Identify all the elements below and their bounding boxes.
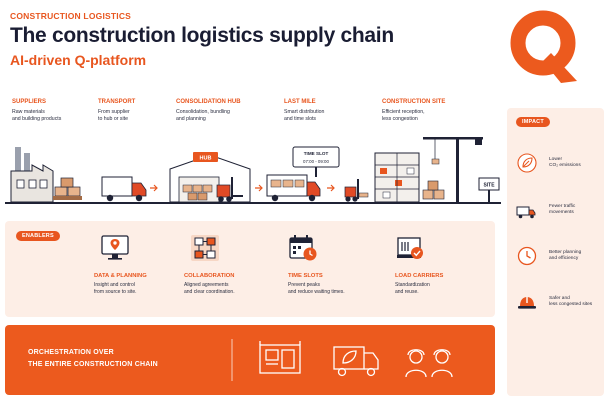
impact-pill: IMPACT <box>516 117 550 127</box>
impact-line: CO₂ emissions <box>549 163 581 169</box>
impact-co2: Lower CO₂ emissions <box>549 157 581 169</box>
delivery-truck-icon <box>266 174 321 202</box>
truck-icon <box>516 206 536 219</box>
impact-line: Fewer traffic <box>549 204 576 209</box>
pallet-stack-icon <box>422 180 445 200</box>
enabler-desc: Insight and control <box>94 282 135 288</box>
stage-desc: Consolidation, bundling <box>176 109 230 115</box>
ground-line <box>5 202 501 204</box>
workers-icon <box>405 349 453 378</box>
enabler-desc: and clear coordination. <box>184 288 235 295</box>
data-planning-icon <box>101 235 129 260</box>
collaboration-icon <box>191 235 219 261</box>
enabler-title: LOAD CARRIERS <box>395 273 444 279</box>
calendar-clock-icon <box>289 235 317 261</box>
clock-icon <box>517 246 537 266</box>
site-sign: SITE <box>478 177 500 202</box>
enabler-collaboration: COLLABORATION Aligned agreements and cle… <box>184 273 235 295</box>
impact-planning: Better planning and efficiency <box>549 250 581 262</box>
enablers-pill: ENABLERS <box>16 231 60 241</box>
hardhat-icon <box>518 297 536 309</box>
arrow-icon <box>150 184 158 192</box>
impact-line: less congested sites <box>549 302 593 308</box>
stage-transport: TRANSPORT From supplier to hub or site <box>98 99 135 123</box>
enabler-title: COLLABORATION <box>184 273 235 279</box>
site-plan-icon <box>259 341 301 374</box>
timeslot-title: TIME SLOT <box>304 151 329 156</box>
stage-desc: and time slots <box>284 116 317 122</box>
stage-desc: Smart distribution <box>284 109 325 115</box>
crane-icon <box>423 137 483 202</box>
building-under-construction-icon <box>374 152 420 203</box>
stage-desc: From supplier <box>98 109 130 115</box>
enabler-desc: from source to site. <box>94 288 137 295</box>
impact-line: Safer and <box>549 296 570 301</box>
orchestration-icons <box>231 339 453 381</box>
enabler-load-carriers: LOAD CARRIERS Standardization and reuse. <box>395 273 443 295</box>
stage-title: CONSOLIDATION HUB <box>176 99 241 105</box>
enabler-data-planning: DATA & PLANNING Insight and control from… <box>94 273 147 295</box>
orchestration-text: ORCHESTRATION OVER THE ENTIRE CONSTRUCTI… <box>28 349 158 368</box>
stage-desc: Efficient reception, <box>382 109 425 115</box>
pallet-stack-icon <box>53 177 82 200</box>
hub-label: HUB <box>200 156 212 162</box>
stage-title: LAST MILE <box>284 99 316 105</box>
forklift-icon <box>216 177 243 202</box>
stage-desc: Raw materials <box>12 109 45 115</box>
q-logo <box>510 10 577 83</box>
hub-sign: HUB <box>193 152 218 162</box>
enabler-desc: Standardization <box>395 282 430 288</box>
arrow-icon <box>327 184 335 192</box>
impact-traffic: Fewer traffic movements <box>549 204 575 216</box>
enabler-time-slots: TIME SLOTS Prevent peaks and reduce wait… <box>288 273 345 295</box>
impact-line: and efficiency <box>549 256 579 262</box>
impact-line: Lower <box>549 157 563 162</box>
time-slot-sign: TIME SLOT 07:00 - 09:00 <box>292 146 340 177</box>
enabler-desc: Aligned agreements <box>184 282 229 288</box>
site-label: SITE <box>483 183 495 189</box>
stage-desc: and building products <box>12 116 62 122</box>
stage-hub: CONSOLIDATION HUB Consolidation, bundlin… <box>176 99 241 123</box>
supply-chain-illustration: HUB TIME SLOT 07:00 - 09:00 <box>5 137 501 204</box>
kicker: CONSTRUCTION LOGISTICS <box>10 11 132 21</box>
eco-truck-icon <box>333 346 379 377</box>
stage-desc: less congestion <box>382 116 418 122</box>
warehouse-icon <box>169 154 251 203</box>
stage-desc: to hub or site <box>98 116 128 122</box>
enablers-panel <box>5 221 495 317</box>
enabler-desc: and reduce waiting times. <box>288 288 345 295</box>
impact-line: Better planning <box>549 250 582 255</box>
factory-icon <box>10 147 54 203</box>
load-carrier-icon <box>397 237 423 259</box>
timeslot-value: 07:00 - 09:00 <box>303 159 329 164</box>
stage-construction-site: CONSTRUCTION SITE Efficient reception, l… <box>382 99 445 123</box>
impact-safety: Safer and less congested sites <box>549 296 592 308</box>
stage-suppliers: SUPPLIERS Raw materials and building pro… <box>12 99 61 123</box>
stage-desc: and planning <box>176 116 206 122</box>
transport-truck-icon <box>101 176 147 202</box>
enabler-desc: Prevent peaks <box>288 282 320 288</box>
page-title: The construction logistics supply chain <box>10 24 394 47</box>
site-forklift-icon <box>344 179 369 202</box>
stage-last-mile: LAST MILE Smart distribution and time sl… <box>284 99 324 123</box>
leaf-icon <box>517 153 537 173</box>
enabler-desc: and reuse. <box>395 288 419 295</box>
impact-line: movements <box>549 210 574 216</box>
orchestration-banner <box>5 325 495 395</box>
enabler-title: TIME SLOTS <box>288 273 323 279</box>
page-subtitle: AI-driven Q-platform <box>10 52 147 68</box>
enabler-title: DATA & PLANNING <box>94 273 147 279</box>
arrow-icon <box>255 184 263 192</box>
stage-title: TRANSPORT <box>98 99 136 105</box>
stage-title: CONSTRUCTION SITE <box>382 99 446 105</box>
stage-title: SUPPLIERS <box>12 99 47 105</box>
